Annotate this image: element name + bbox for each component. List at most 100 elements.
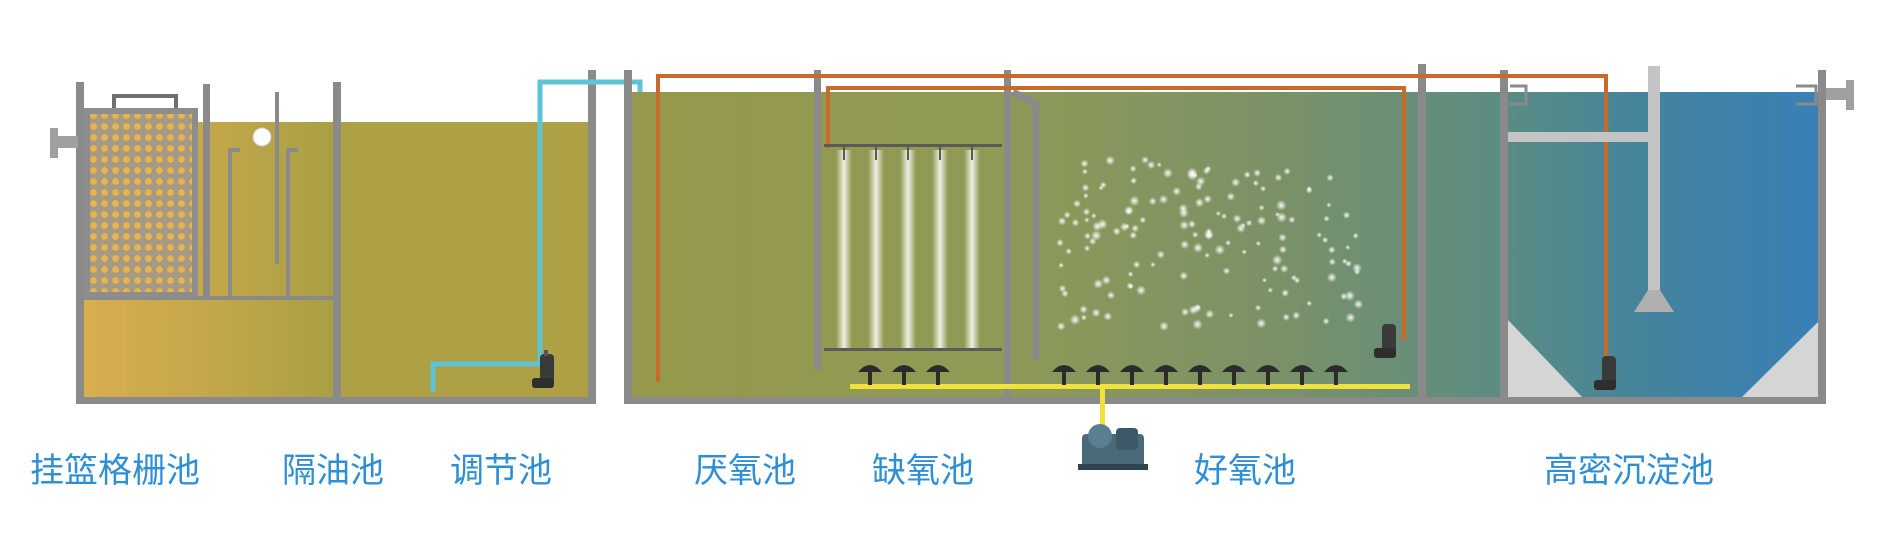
- air-blower-icon: [1078, 424, 1148, 470]
- bubble: [1258, 204, 1265, 211]
- inlet-flange: [50, 128, 78, 158]
- bubble: [1328, 258, 1337, 266]
- bubble: [1271, 254, 1283, 266]
- bubble: [1132, 260, 1141, 269]
- bubble: [1162, 168, 1173, 179]
- bubble: [1158, 194, 1169, 205]
- bubble: [1082, 208, 1091, 216]
- bubble: [1245, 219, 1253, 227]
- bubble: [1254, 304, 1262, 311]
- tank-wall-oil-right: [333, 82, 341, 404]
- bubble: [1139, 216, 1147, 224]
- bubble: [1156, 162, 1162, 168]
- bubble: [1056, 321, 1066, 331]
- bubble: [1103, 312, 1113, 321]
- bubble: [1069, 314, 1081, 326]
- sedimentation-hopper-right: [1742, 322, 1818, 397]
- bubble: [1106, 291, 1116, 300]
- bubble: [1057, 216, 1067, 226]
- bubble: [1112, 227, 1121, 236]
- diffuser-icon: [892, 365, 916, 385]
- aeration-bubbles: [1056, 155, 1364, 332]
- bubble: [1129, 195, 1140, 207]
- bubble: [1205, 231, 1214, 240]
- bubble: [1326, 202, 1332, 208]
- bubble: [1179, 271, 1189, 281]
- bubble: [1089, 237, 1097, 245]
- bubble: [1271, 265, 1279, 273]
- bubble: [1093, 278, 1104, 289]
- bubble: [1146, 160, 1156, 170]
- bubble: [1192, 319, 1203, 330]
- bubble: [1172, 186, 1182, 196]
- bubble: [1159, 321, 1169, 332]
- left-tank-block: [50, 70, 643, 404]
- tank-wall-grid-right: [203, 84, 210, 300]
- tank-wall-sedimentation-right: [1818, 70, 1826, 404]
- bubble: [1195, 304, 1201, 311]
- label-regulation-tank: 调节池: [450, 451, 552, 491]
- diffuser-icon: [1086, 365, 1110, 385]
- bubble: [1063, 211, 1071, 219]
- bubble: [1341, 258, 1348, 265]
- bubble: [1148, 197, 1157, 206]
- bubble: [1226, 192, 1236, 201]
- bubble: [1253, 169, 1262, 177]
- tank-wall-aerobic-baffle: [1011, 88, 1040, 360]
- tank-wall-sedimentation-left: [1500, 70, 1508, 400]
- nitrate-return-pipe-inner: [826, 86, 1406, 340]
- bubble: [1353, 299, 1364, 310]
- bubble: [1326, 272, 1337, 283]
- tank-wall-anaerobic-left: [624, 70, 632, 404]
- float-ball: [252, 127, 272, 147]
- diffuser-icon: [1052, 365, 1076, 385]
- bubble: [1080, 314, 1088, 321]
- diffuser-icon: [1222, 365, 1246, 385]
- bubble: [1192, 242, 1204, 253]
- tank-wall-regulation-right: [588, 70, 596, 404]
- bubble: [1179, 220, 1190, 231]
- bubble: [1214, 244, 1226, 256]
- bubble: [1136, 285, 1147, 296]
- bubble: [1180, 307, 1190, 317]
- stage-labels: 挂篮格栅池 隔油池 调节池 厌氧池 缺氧池 好氧池 高密沉淀池: [30, 451, 1714, 491]
- bubble: [1073, 199, 1081, 208]
- bubble: [1354, 269, 1361, 275]
- submersible-pump-icon: [1374, 324, 1396, 358]
- tank-floor-left: [76, 397, 596, 404]
- bubble: [1129, 231, 1138, 240]
- bubble: [1150, 261, 1156, 268]
- sedimentation-hopper-left: [1508, 320, 1582, 397]
- bubble: [1191, 231, 1199, 238]
- bubble: [1344, 290, 1356, 302]
- bubble: [1282, 313, 1290, 322]
- submersible-pump-icon: [1594, 356, 1616, 390]
- label-anoxic-tank: 缺氧池: [872, 451, 974, 491]
- sludge-return-pipe-outer: [656, 74, 1608, 382]
- bubble: [1097, 218, 1108, 230]
- bubble: [1091, 308, 1101, 318]
- bubble: [1194, 182, 1203, 191]
- bubble: [1084, 217, 1090, 223]
- bubble: [1065, 248, 1072, 255]
- bubble: [1222, 267, 1231, 275]
- bubble: [1203, 194, 1212, 204]
- overflow-weir-right: [1796, 84, 1818, 106]
- bubble: [1056, 238, 1064, 247]
- bubble: [1131, 224, 1140, 233]
- bubble: [1194, 197, 1205, 208]
- bubble: [1232, 214, 1242, 224]
- bubble: [1278, 233, 1287, 242]
- bubble: [1256, 318, 1267, 329]
- bubble: [1267, 287, 1274, 294]
- bubble: [1352, 232, 1359, 239]
- bubble: [1071, 218, 1080, 227]
- bubble: [1231, 177, 1241, 187]
- bubble: [1127, 271, 1134, 278]
- bubble: [1288, 216, 1296, 224]
- label-sedimentation-tank: 高密沉淀池: [1544, 451, 1714, 491]
- bubble: [1281, 289, 1290, 297]
- bubble: [1204, 252, 1210, 259]
- bubble: [1129, 165, 1137, 173]
- bubble: [1278, 245, 1288, 254]
